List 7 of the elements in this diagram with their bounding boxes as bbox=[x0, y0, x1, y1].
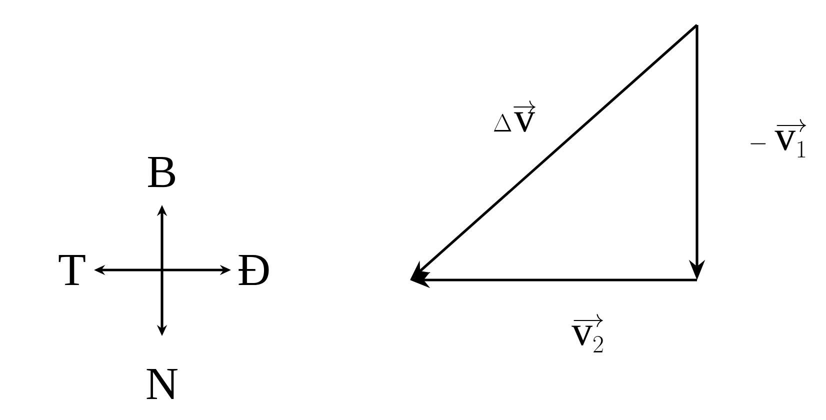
vector-label: $\overrightarrow{\mathrm{v}_{2}}$ bbox=[572, 314, 603, 352]
direction-label: T bbox=[58, 255, 86, 285]
vector-label: $-\;\overrightarrow{\mathrm{v}_{1}}$ bbox=[750, 119, 806, 158]
direction-label: B bbox=[148, 156, 176, 188]
direction-label: N bbox=[146, 369, 178, 399]
direction-label: Đ bbox=[238, 254, 269, 286]
vector-label: $\Delta\overrightarrow{\mathrm{v}}$ bbox=[494, 100, 536, 132]
